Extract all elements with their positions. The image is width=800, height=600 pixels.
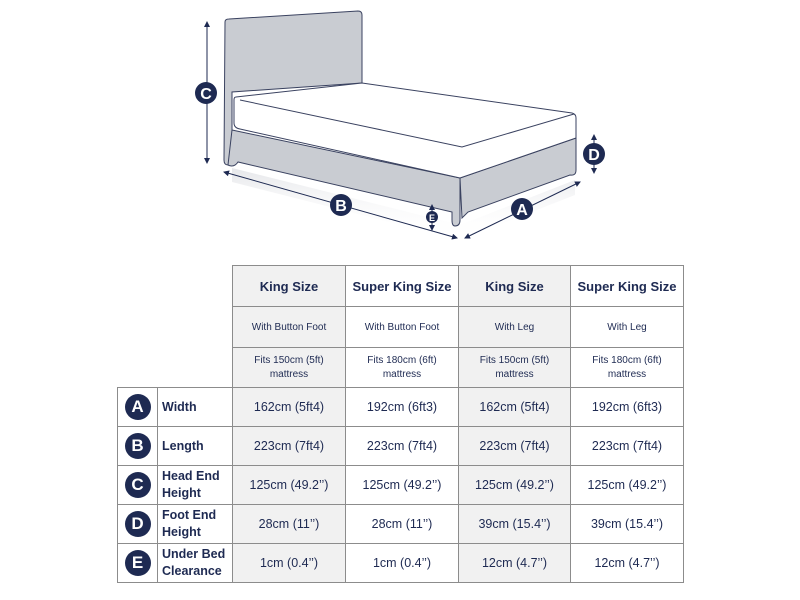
- value-cell: 223cm (7ft4): [458, 426, 571, 466]
- value-cell: 125cm (49.2’’): [232, 465, 346, 505]
- value-cell: 192cm (6ft3): [345, 387, 459, 427]
- badge-c-icon: C: [124, 472, 151, 498]
- marker-e-icon: [426, 211, 438, 223]
- value-cell: 162cm (5ft4): [232, 387, 346, 427]
- header-row: King Size Super King Size King Size Supe…: [118, 265, 684, 307]
- svg-text:E: E: [429, 213, 435, 223]
- bed-dimension-diagram: C B A D E: [195, 10, 605, 240]
- value-cell: 125cm (49.2’’): [345, 465, 459, 505]
- row-label: Width: [157, 387, 233, 427]
- marker-d-icon: [583, 143, 605, 165]
- mattress-fit-cell: Fits 150cm (5ft)mattress: [232, 347, 346, 388]
- row-label: Length: [157, 426, 233, 466]
- foot-type-cell: With Leg: [458, 306, 571, 348]
- svg-text:C: C: [200, 86, 212, 103]
- value-cell: 39cm (15.4’’): [570, 504, 684, 544]
- marker-c-icon: [195, 82, 217, 104]
- badge-a-icon: A: [124, 394, 151, 420]
- value-cell: 39cm (15.4’’): [458, 504, 571, 544]
- column-header: Super King Size: [570, 265, 684, 307]
- svg-text:D: D: [588, 147, 600, 164]
- row-length: B Length 223cm (7ft4) 223cm (7ft4) 223cm…: [117, 426, 684, 466]
- value-cell: 28cm (11’’): [345, 504, 459, 544]
- mattress-fit-cell: Fits 180cm (6ft)mattress: [570, 347, 684, 388]
- foot-type-cell: With Leg: [570, 306, 684, 348]
- column-header: King Size: [232, 265, 346, 307]
- value-cell: 125cm (49.2’’): [570, 465, 684, 505]
- badge-d-icon: D: [124, 511, 151, 537]
- mattress-fit-cell: Fits 150cm (5ft)mattress: [458, 347, 571, 388]
- value-cell: 1cm (0.4’’): [345, 543, 459, 583]
- value-cell: 125cm (49.2’’): [458, 465, 571, 505]
- column-header: King Size: [458, 265, 571, 307]
- badge-e-icon: E: [124, 550, 151, 576]
- value-cell: 223cm (7ft4): [570, 426, 684, 466]
- value-cell: 162cm (5ft4): [458, 387, 571, 427]
- empty-cell: [118, 307, 233, 348]
- mattress: [233, 82, 577, 179]
- marker-a-icon: [511, 198, 533, 220]
- svg-text:B: B: [335, 198, 347, 215]
- foot-type-row: With Button Foot With Button Foot With L…: [118, 306, 684, 348]
- value-cell: 1cm (0.4’’): [232, 543, 346, 583]
- foot-type-cell: With Button Foot: [345, 306, 459, 348]
- badge-b-icon: B: [124, 433, 151, 459]
- column-header: Super King Size: [345, 265, 459, 307]
- headboard: [223, 10, 363, 166]
- value-cell: 223cm (7ft4): [345, 426, 459, 466]
- value-cell: 192cm (6ft3): [570, 387, 684, 427]
- dimension-table: King Size Super King Size King Size Supe…: [117, 265, 684, 583]
- empty-cell: [118, 266, 233, 307]
- empty-cell: [118, 348, 233, 388]
- mattress-fit-cell: Fits 180cm (6ft)mattress: [345, 347, 459, 388]
- value-cell: 223cm (7ft4): [232, 426, 346, 466]
- marker-b-icon: [330, 194, 352, 216]
- value-cell: 28cm (11’’): [232, 504, 346, 544]
- value-cell: 12cm (4.7’’): [458, 543, 571, 583]
- foot-type-cell: With Button Foot: [232, 306, 346, 348]
- svg-text:A: A: [516, 202, 528, 219]
- mattress-fit-row: Fits 150cm (5ft)mattress Fits 180cm (6ft…: [118, 347, 684, 388]
- row-width: A Width 162cm (5ft4) 192cm (6ft3) 162cm …: [117, 387, 684, 427]
- value-cell: 12cm (4.7’’): [570, 543, 684, 583]
